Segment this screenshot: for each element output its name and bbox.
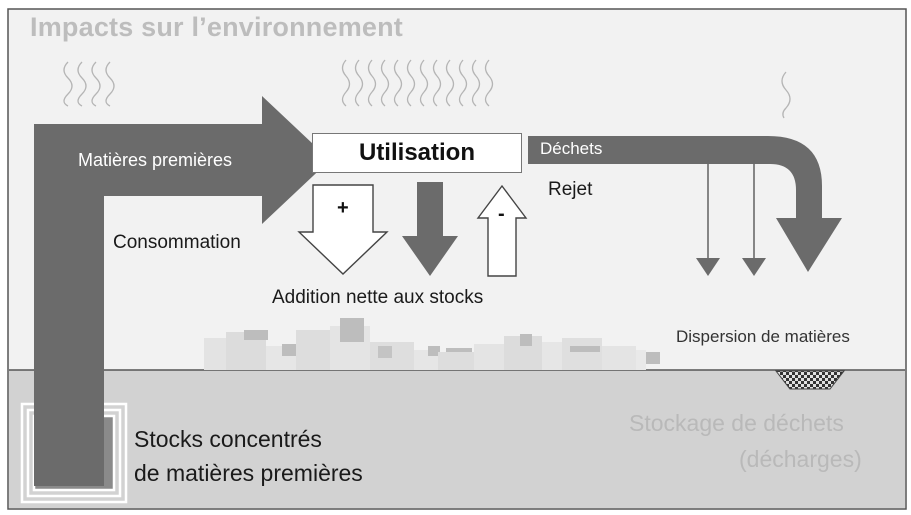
heat-wave-icons-center bbox=[341, 59, 494, 107]
storage-label-line2: (décharges) bbox=[739, 446, 862, 472]
stocks-label-line1: Stocks concentrés bbox=[134, 426, 322, 452]
ground-area bbox=[9, 370, 905, 508]
consumption-arrow bbox=[297, 184, 389, 275]
storage-label-line1: Stockage de déchets bbox=[629, 410, 844, 436]
waste-arrow bbox=[528, 136, 842, 272]
plus-sign: + bbox=[337, 197, 349, 219]
waste-label: Déchets bbox=[540, 139, 603, 158]
return-arrow bbox=[476, 184, 528, 277]
raw-materials-label: Matières premières bbox=[78, 150, 233, 170]
diagram-title: Impacts sur l’environnement bbox=[30, 12, 403, 42]
city-silhouette bbox=[204, 318, 660, 370]
net-addition-arrow bbox=[402, 182, 458, 276]
utilisation-box: Utilisation bbox=[312, 133, 522, 173]
stocks-label-line2: de matières premières bbox=[134, 460, 363, 486]
landfill-icon bbox=[774, 370, 846, 390]
release-label: Rejet bbox=[548, 179, 593, 200]
consumption-label: Consommation bbox=[113, 232, 241, 253]
utilisation-label: Utilisation bbox=[358, 139, 475, 166]
dispersion-label: Dispersion de matières bbox=[676, 327, 850, 346]
heat-wave-icons-left bbox=[63, 61, 115, 107]
net-addition-label: Addition nette aux stocks bbox=[272, 287, 484, 308]
heat-wave-icon-right bbox=[781, 71, 791, 119]
minus-sign: - bbox=[498, 203, 505, 225]
release-arrows bbox=[696, 160, 766, 276]
raw-materials-arrow bbox=[34, 96, 330, 486]
